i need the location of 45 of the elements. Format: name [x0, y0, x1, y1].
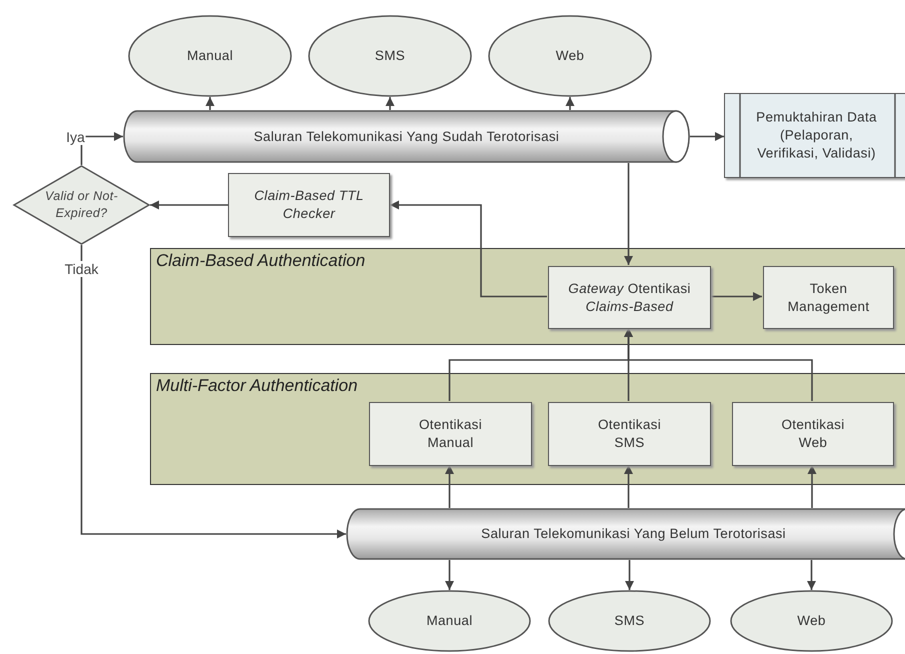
node-label: Gateway Otentikasi Claims-Based — [567, 279, 692, 316]
group-panel — [150, 373, 905, 485]
arrow — [80, 132, 123, 165]
predefined-process-box — [724, 93, 905, 178]
arrow — [390, 200, 547, 298]
process-box — [763, 266, 894, 329]
arrow — [80, 245, 346, 538]
arrow — [808, 465, 816, 508]
node-label: SMS — [374, 46, 406, 65]
arrow — [445, 560, 454, 590]
node-label: Saluran Telekomunikasi Yang Sudah Terotorisasi — [252, 127, 560, 146]
arrow — [624, 328, 813, 401]
arrow — [690, 132, 724, 141]
node-label: Otentikasi Web — [780, 416, 846, 452]
node-label: Otentikasi Manual — [418, 416, 484, 452]
arrow — [206, 97, 214, 110]
process-box — [548, 266, 711, 329]
panel-heading: Claim-Based Authentication — [156, 251, 366, 271]
group-panel — [150, 248, 905, 345]
node-label: Valid or Not-Expired? — [44, 188, 119, 222]
node-label: Otentikasi SMS — [596, 416, 662, 452]
arrow — [807, 560, 816, 590]
node-label: Manual — [186, 46, 234, 65]
arrow — [566, 97, 574, 110]
process-box — [228, 173, 390, 237]
arrow — [624, 163, 633, 265]
edge-label: Tidak — [64, 261, 100, 277]
arrow — [386, 97, 394, 110]
node-label: Manual — [425, 612, 474, 630]
arrow — [445, 465, 454, 508]
node-label: SMS — [613, 612, 646, 630]
node-label: Saluran Telekomunikasi Yang Belum Terotorisasi — [480, 524, 787, 543]
process-box — [369, 402, 532, 466]
node-label: Web — [554, 46, 586, 65]
arrow — [710, 292, 762, 301]
arrow — [625, 560, 634, 590]
process-box — [548, 402, 711, 466]
node-label: Claim-Based TTL Checker — [253, 186, 365, 223]
node-label: Web — [796, 612, 827, 630]
arrow — [150, 200, 228, 210]
process-box — [732, 402, 894, 466]
node-label: Token Management — [786, 279, 870, 316]
arrow — [624, 465, 633, 508]
node-label: Pemuktahiran Data (Pelaporan, Verifikasi, Validasi) — [755, 108, 878, 163]
panel-heading: Multi-Factor Authentication — [156, 376, 358, 396]
